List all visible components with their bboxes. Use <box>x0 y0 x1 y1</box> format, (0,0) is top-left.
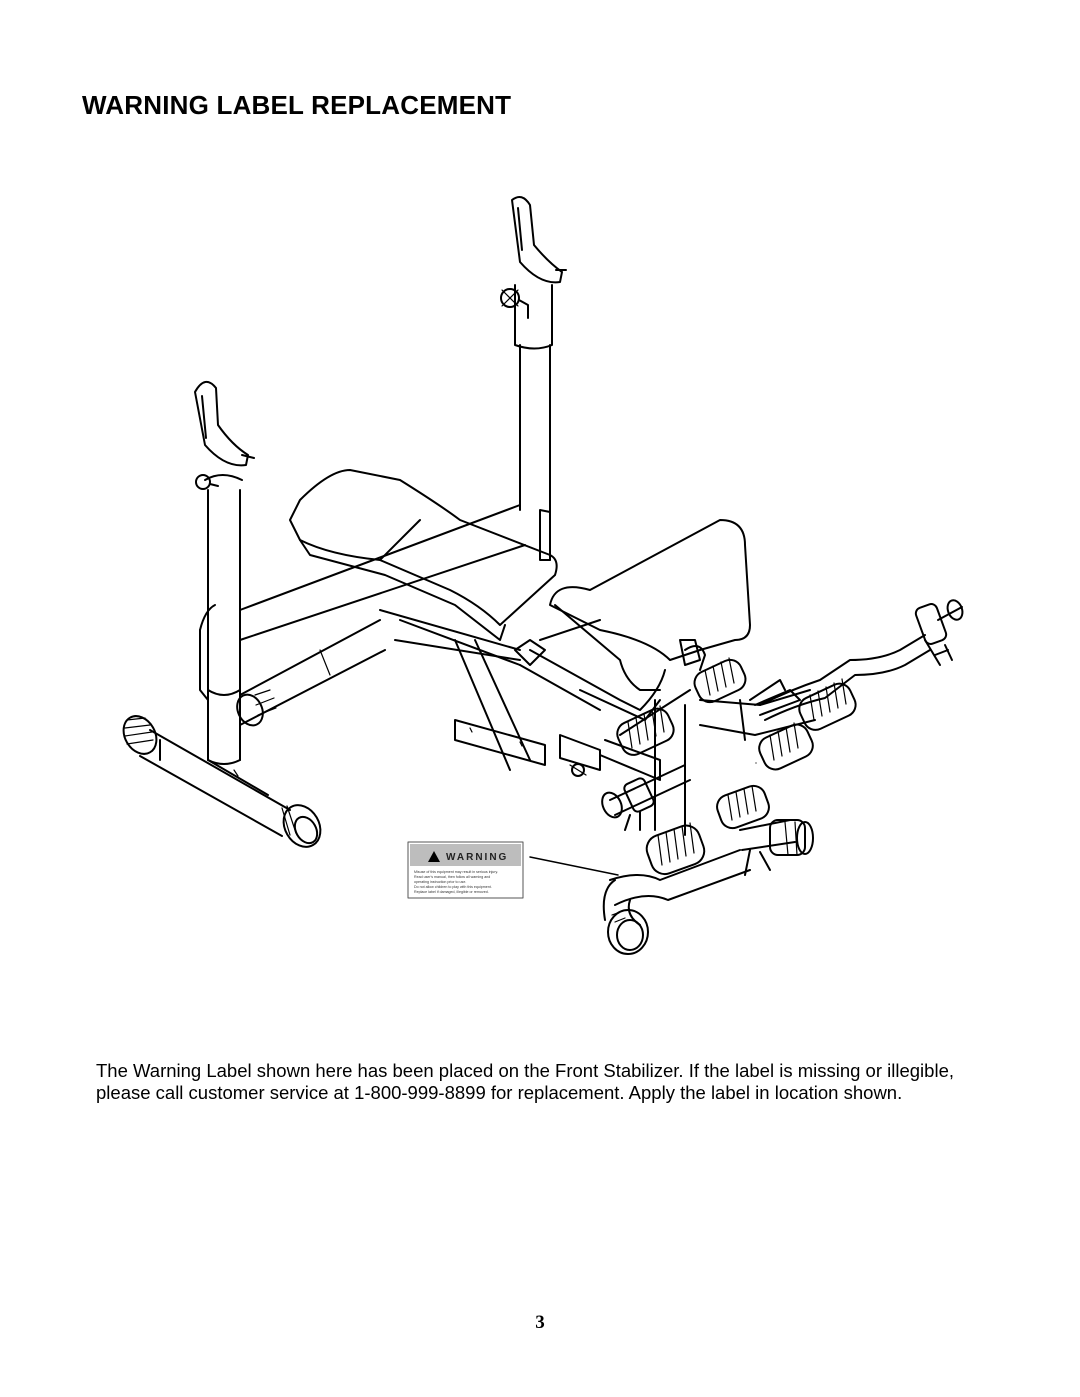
bench-backrest-pad <box>289 469 558 641</box>
page-number: 3 <box>535 1312 545 1333</box>
warning-label-line: Misuse of this equipment may result in s… <box>414 870 498 874</box>
warning-label-heading: WARNING <box>446 852 508 863</box>
bench-seat-pad <box>519 519 751 721</box>
lower-leg-roller-right-upper <box>798 678 857 731</box>
lower-leg-roller-right-lower <box>758 722 814 771</box>
front-left-upright-post <box>194 381 255 765</box>
seat-adjust-bracket <box>559 734 661 781</box>
front-bar-extension <box>601 764 691 831</box>
warning-label-line: Replace label if damaged, illegible or r… <box>414 890 489 894</box>
front-lower-roller-left <box>645 822 706 876</box>
left-tube-roller <box>236 619 386 727</box>
upper-leg-roller-left <box>616 689 691 756</box>
weight-bench-illustration: WARNING Misuse of this equipment may res… <box>122 195 964 955</box>
bench-main-frame <box>379 609 546 771</box>
rear-base-bar <box>199 504 526 701</box>
leg-extension-post <box>654 639 706 836</box>
warning-label-line: operating instruction prior to use. <box>414 880 466 884</box>
warning-label-line: Do not allow children to play with this … <box>414 885 492 889</box>
left-foot-stabilizer <box>122 715 322 848</box>
page-title: WARNING LABEL REPLACEMENT <box>82 90 512 120</box>
curl-bar <box>759 599 964 721</box>
warning-label-graphic: WARNING Misuse of this equipment may res… <box>407 841 524 899</box>
warning-label-line: Read user's manual, then follow all warn… <box>414 875 490 879</box>
front-stabilizer <box>602 819 814 955</box>
label-pointer-line <box>529 856 619 876</box>
rear-upright-post <box>500 195 567 561</box>
upper-leg-roller-right <box>693 657 747 704</box>
front-lower-roller-right <box>716 784 770 830</box>
body-paragraph: The Warning Label shown here has been pl… <box>96 1060 954 1103</box>
